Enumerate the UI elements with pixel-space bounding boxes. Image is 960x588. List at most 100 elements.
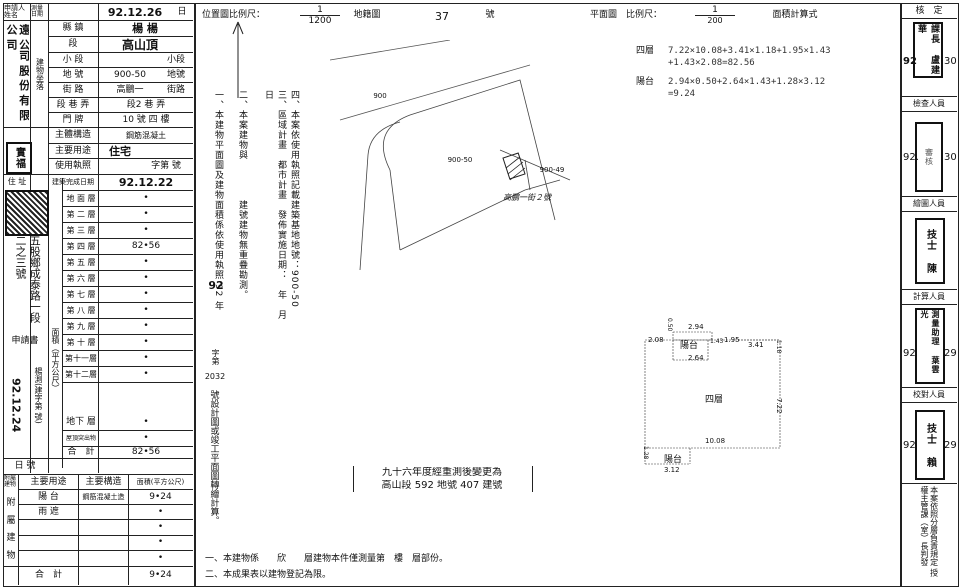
location-scale-num: 1 (300, 5, 340, 16)
dim-1008: 10.08 (705, 437, 726, 445)
floor-row-value: • (143, 225, 149, 235)
company-seal-stamp (5, 190, 49, 236)
calc-seal-stamp: 測量助理 葉雲光 (915, 308, 945, 384)
main-drawing-frame (195, 3, 901, 587)
floor-area-axis: 面積（平方公尺） (51, 328, 60, 392)
drafter-seal-stamp: 技士 陳 (915, 218, 945, 284)
dim-143: 1.43 (710, 338, 724, 345)
change-note-line1: 九十六年度經重測後變更為 (382, 467, 502, 478)
verify-seal-text: 課長 盧建華 (916, 24, 939, 75)
plan-label: 平面圖 比例尺： (590, 9, 663, 20)
location-scale: 1 1200 (300, 5, 340, 33)
clerk-value: 楊 楊 (132, 22, 158, 35)
check-seal-text: 技士 賴 (924, 422, 936, 468)
footer-note-2: 二、本成果表以建物登記為限。 (205, 570, 332, 580)
underground-label: 地下 層 (66, 416, 96, 427)
floor-row-label: 地 面 層 (66, 193, 96, 203)
structure-label: 主體構造 (54, 130, 91, 140)
annex-side-label: 附 屬 建 物 (4, 495, 18, 565)
plan-scale: 1 200 (695, 5, 735, 33)
floor-row-label: 第 二 層 (66, 209, 96, 219)
road-label: 高鵬一街２號 (503, 193, 551, 202)
annex-cell-structure (79, 551, 128, 565)
number-value: 10 號 四 樓 (122, 114, 170, 125)
annex-cell-structure (79, 505, 128, 519)
dim-128: 1.28 (642, 446, 649, 460)
inspector-date-tail: 30 (944, 152, 957, 163)
change-note-box (353, 466, 533, 492)
use-label: 主要用途 (54, 145, 91, 156)
calc-label: 計算人員 (913, 292, 945, 301)
calc-date-tail: 29 (944, 348, 957, 359)
floor-row-value: • (143, 289, 149, 299)
verify-date: 92 (903, 56, 917, 67)
parcel-suffix: 地號 (166, 69, 185, 80)
vertical-note: 四、本案依使用執照記載建築基地地號：900-50 (289, 90, 299, 308)
floor-row-value: • (143, 193, 149, 203)
license-tail: 號設計圖或竣工平面圖轉繪計算。 (208, 390, 219, 525)
survey-date-label: 測量日期 (31, 5, 44, 18)
annex-header-0: 附屬建物 (4, 475, 17, 488)
parcel-value: 900-50 (114, 69, 146, 80)
number-label: 門 牌 (62, 114, 84, 125)
reg-label: 申請書 (11, 335, 39, 346)
street-label: 街 路 (62, 84, 84, 95)
annex-cell-structure: 鋼筋混凝土造 (82, 492, 125, 501)
underground-value: • (143, 416, 149, 427)
small-section-suffix: 小段 (166, 54, 185, 65)
floor-row-label: 第 七 層 (66, 289, 96, 299)
annex-cell-use: 陽 台 (38, 491, 59, 502)
floor-label: 四層 (705, 395, 724, 405)
cadastral-map (330, 40, 571, 271)
reg-date: 92.12.24 (9, 377, 23, 433)
north-arrow-icon (232, 21, 244, 98)
floor-row-value: • (143, 273, 149, 283)
annex-cell-use (19, 521, 78, 535)
inspector-seal-stamp: 審核 (915, 122, 943, 192)
change-note-line2: 高山段 592 地號 407 建號 (381, 480, 503, 491)
license-value: 字第 號 (151, 161, 181, 171)
roof-label: 屋頂突出物 (65, 434, 96, 442)
calc-seal-text: 測量助理 葉雲光 (920, 310, 940, 374)
dim-050: 0.50 (666, 318, 673, 332)
left-record-table (3, 3, 195, 587)
address-vertical: 五股鄉成泰路一段二之三號 (14, 235, 42, 323)
location-scale-den: 1200 (308, 16, 332, 26)
map-ref-value: 37 (435, 9, 449, 23)
company-name-vertical: 遠 公司 股 份 有 限 公 司 (5, 24, 29, 121)
floor-row-label: 第十二層 (65, 369, 97, 379)
area-balcony-label: 陽台 (635, 76, 654, 87)
map-ref-label: 地籍圖 (353, 9, 381, 20)
section-label: 段 (68, 39, 78, 49)
check-seal-stamp: 技士 賴 (915, 410, 945, 480)
dim-312: 3.12 (664, 466, 680, 474)
survey-date-suffix: 日 (177, 6, 187, 17)
license-label: 使用執照 (54, 161, 91, 171)
floor-row-label: 第 八 層 (66, 305, 96, 315)
dim-208: 2.08 (648, 336, 664, 344)
inspector-seal-text: 審核 (924, 148, 934, 166)
area-main-label: 四層 (635, 45, 654, 56)
street-value: 高鵬一 (116, 84, 144, 95)
license-year: 92 (208, 278, 224, 292)
date-label: 日 號 (14, 460, 36, 471)
floor-plan (644, 331, 781, 465)
inspector-date: 92. (903, 152, 919, 163)
floor-row-label: 第 九 層 (66, 321, 96, 331)
floor-row-value: • (143, 209, 149, 219)
parcel-900-label: 900 (373, 91, 387, 100)
calc-date: 92 (903, 348, 916, 359)
vertical-note: 二、本案建物與 建號建物無重疊勘測。 (237, 90, 247, 300)
parcel-900-49-label: 900-49 (539, 165, 565, 174)
floor-row-label: 第 十 層 (66, 337, 96, 347)
applicant-seal-text: 實福 (13, 147, 25, 169)
balcony-label-2: 陽台 (664, 455, 683, 465)
plan-scale-den: 200 (707, 16, 723, 25)
dim-294: 2.94 (688, 323, 704, 331)
use-value: 住宅 (109, 144, 131, 158)
annex-side-char: 建 (6, 533, 16, 544)
annex-cell-area: • (157, 506, 164, 517)
footer-note-1: 一、本建物係 欣 層建物本件僅測量第 樓 層部份。 (205, 554, 449, 564)
plan-scale-num: 1 (695, 5, 735, 16)
section-value: 高山頂 (121, 37, 158, 52)
